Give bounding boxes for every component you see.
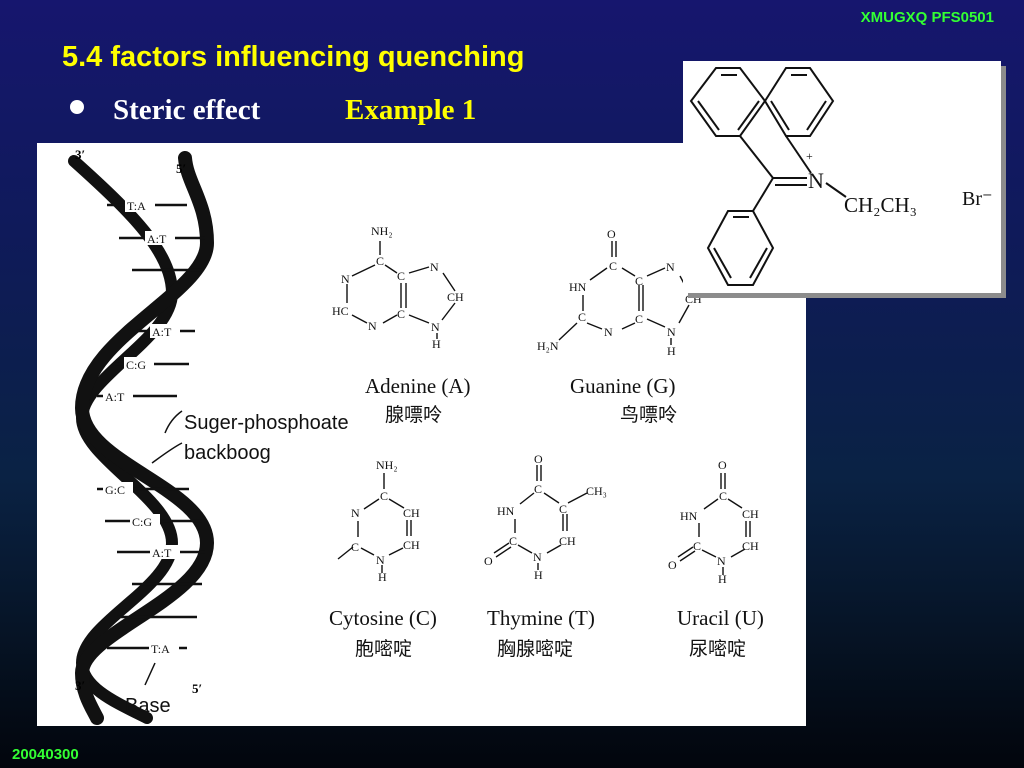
pair-label: C:G (132, 515, 152, 529)
atom-label: C (609, 259, 617, 273)
atom-label: C (635, 274, 643, 288)
helix-end-label: 5′ (176, 161, 186, 176)
atom-label: C (397, 269, 405, 283)
base-label: Base (125, 695, 171, 717)
pair-label: A:T (147, 232, 167, 246)
nitrogen-label: N (808, 168, 824, 193)
dna-figure-panel: T:A A:T A:T C:G A:T G:C C:G A:T T:A 3′ 5… (37, 143, 806, 726)
footer-code: 20040300 (12, 746, 79, 763)
atom-label: N (376, 553, 385, 567)
atom-label: N (717, 554, 726, 568)
thymine-structure (493, 465, 588, 570)
pair-label: A:T (152, 546, 172, 560)
atom-label: C (635, 312, 643, 326)
atom-label: O (607, 227, 616, 241)
atom-label: H (534, 568, 543, 582)
atom-label: NH₂ (371, 224, 393, 238)
atom-label: HC (332, 304, 349, 318)
atom-label: CH (403, 506, 420, 520)
atom-label: C (376, 254, 384, 268)
atom-label: C (719, 489, 727, 503)
atom-label: H₂N (537, 339, 559, 353)
charge-label: + (806, 149, 813, 163)
atom-label: O (668, 558, 677, 572)
bullet-text: Steric effect (113, 94, 261, 126)
atom-label: C (397, 307, 405, 321)
ethidium-bromide-structure: + N CH₂CH₃ Br⁻ (689, 67, 993, 286)
atom-label: CH (685, 292, 702, 306)
helix-end-label: 5′ (192, 681, 202, 696)
atom-label: N (430, 260, 439, 274)
atom-label: O (484, 554, 493, 568)
atom-label: CH (403, 538, 420, 552)
atom-label: N (666, 260, 675, 274)
base-chinese-name: 胸腺嘧啶 (497, 638, 573, 660)
atom-label: C (380, 489, 388, 503)
atom-label: N (667, 325, 676, 339)
header-code: XMUGXQ PFS0501 (860, 9, 994, 26)
base-chinese-name: 鸟嘌呤 (620, 404, 677, 426)
atom-label: CH (742, 507, 759, 521)
atom-label: O (718, 458, 727, 472)
backbone-label: backboog (184, 442, 271, 464)
base-name: Cytosine (C) (329, 606, 437, 630)
atom-label: NH₂ (376, 458, 398, 472)
pair-label: T:A (151, 642, 170, 656)
atom-label: CH₃ (586, 484, 607, 498)
ethyl-group-label: CH₂CH₃ (844, 193, 917, 217)
helix-strand-front (74, 151, 215, 725)
dna-figure: T:A A:T A:T C:G A:T G:C C:G A:T T:A 3′ 5… (68, 147, 764, 725)
atom-label: C (509, 534, 517, 548)
atom-label: H (667, 344, 676, 358)
base-chinese-name: 尿嘧啶 (689, 638, 746, 660)
atom-label: N (533, 550, 542, 564)
pair-label: A:T (152, 325, 172, 339)
atom-label: C (534, 482, 542, 496)
atom-label: C (578, 310, 586, 324)
bullet-dot (70, 100, 84, 114)
example-label: Example 1 (345, 94, 477, 126)
atom-label: H (718, 572, 727, 586)
adenine-structure (346, 241, 456, 339)
atom-label: CH (447, 290, 464, 304)
atom-label: C (351, 540, 359, 554)
atom-label: HN (497, 504, 515, 518)
counterion-label: Br⁻ (962, 188, 993, 210)
base-name: Uracil (U) (677, 606, 764, 630)
atom-label: CH (559, 534, 576, 548)
base-chinese-name: 腺嘌呤 (385, 404, 442, 426)
atom-label: N (368, 319, 377, 333)
atom-label: O (534, 452, 543, 466)
base-chinese-name: 胞嘧啶 (355, 638, 412, 660)
pair-label: C:G (126, 358, 146, 372)
guanine-structure (558, 241, 690, 345)
atom-label: HN (569, 280, 587, 294)
pair-label: T:A (127, 199, 146, 213)
atom-label: H (432, 337, 441, 351)
ethidium-structure-box: + N CH₂CH₃ Br⁻ (683, 61, 1001, 293)
atom-label: N (351, 506, 360, 520)
atom-label: N (604, 325, 613, 339)
base-name: Guanine (G) (570, 374, 676, 398)
helix-end-label: 3′ (75, 678, 85, 693)
base-name: Adenine (A) (365, 374, 471, 398)
cytosine-structure (337, 473, 412, 573)
atom-label: N (341, 272, 350, 286)
slide-title: 5.4 factors influencing quenching (62, 41, 525, 73)
uracil-structure (677, 473, 751, 575)
backbone-label: Suger-phosphoate (184, 412, 349, 434)
pair-label: A:T (105, 390, 125, 404)
atom-label: C (693, 539, 701, 553)
atom-label: N (431, 320, 440, 334)
helix-end-label: 3′ (75, 147, 85, 162)
atom-label: H (378, 570, 387, 584)
atom-label: HN (680, 509, 698, 523)
pair-label: G:C (105, 483, 125, 497)
atom-label: CH (742, 539, 759, 553)
base-name: Thymine (T) (487, 606, 595, 630)
atom-label: C (559, 502, 567, 516)
